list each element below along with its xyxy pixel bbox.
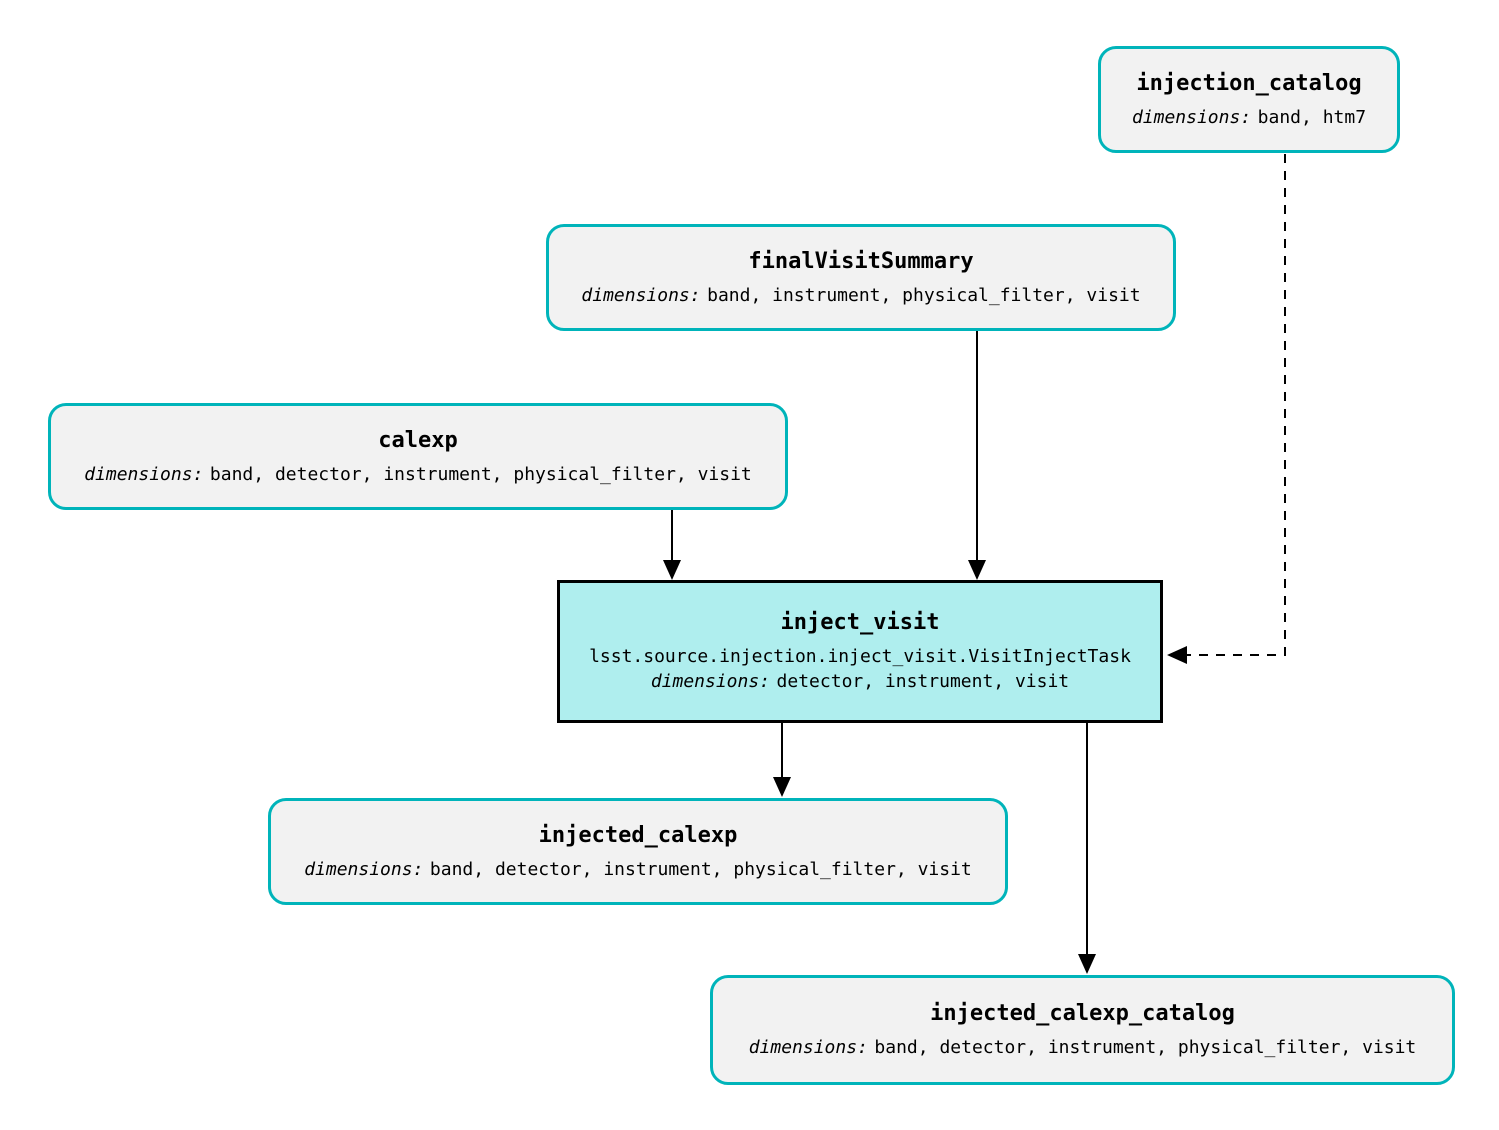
node-dimensions: dimensions:band, detector, instrument, p… <box>84 463 752 485</box>
dimensions-label: dimensions: <box>1131 106 1252 128</box>
dimensions-value: band, detector, instrument, physical_fil… <box>429 858 972 880</box>
node-title: injected_calexp_catalog <box>930 1001 1235 1026</box>
node-injection-catalog: injection_catalog dimensions:band, htm7 <box>1098 46 1400 153</box>
dimensions-value: band, htm7 <box>1257 106 1367 128</box>
edge-injection-catalog-to-inject-visit <box>1167 154 1286 664</box>
node-dimensions: dimensions: band, instrument, physical_fi… <box>581 284 1141 306</box>
dimensions-value: band, detector, instrument, physical_fil… <box>209 463 752 485</box>
node-title: injection_catalog <box>1136 70 1362 96</box>
node-inject-visit: inject_visit lsst.source.injection.injec… <box>557 580 1163 723</box>
dimensions-label: dimensions: <box>84 463 204 485</box>
node-calexp: calexp dimensions:band, detector, instru… <box>48 403 788 510</box>
dimensions-value: band, instrument, physical_filter, visit <box>707 284 1141 306</box>
task-class: lsst.source.injection.inject_visit.Visit… <box>589 646 1131 667</box>
node-dimensions: dimensions:detector, instrument, visit <box>651 673 1069 691</box>
node-finalvisitsummary: finalVisitSummary dimensions: band, instr… <box>546 224 1176 331</box>
node-title: injected_calexp <box>538 822 738 848</box>
node-dimensions: dimensions:band, htm7 <box>1131 106 1367 128</box>
dimensions-label: dimensions: <box>581 284 701 306</box>
node-injected-calexp: injected_calexp dimensions:band, detecto… <box>268 798 1008 905</box>
dimensions-label: dimensions: <box>748 1037 868 1058</box>
dimensions-value: detector, instrument, visit <box>776 671 1070 692</box>
node-dimensions: dimensions: band, detector, instrument, p… <box>749 1039 1417 1057</box>
node-title: calexp <box>378 427 458 453</box>
node-title: inject_visit <box>780 610 940 635</box>
dimensions-label: dimensions: <box>650 671 771 692</box>
dimensions-label: dimensions: <box>304 858 424 880</box>
node-title: finalVisitSummary <box>748 248 974 274</box>
node-injected-calexp-catalog: injected_calexp_catalog dimensions: band,… <box>710 975 1455 1085</box>
dimensions-value: band, detector, instrument, physical_fil… <box>874 1037 1417 1058</box>
node-dimensions: dimensions:band, detector, instrument, p… <box>304 858 972 880</box>
